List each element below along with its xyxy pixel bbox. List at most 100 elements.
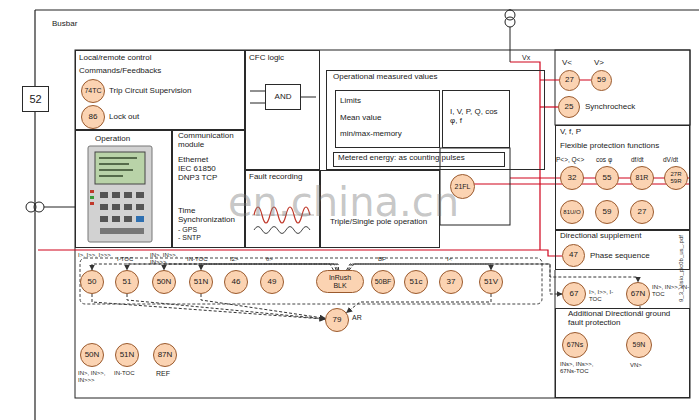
signal-connector <box>349 264 638 282</box>
node-label: 81R <box>623 167 661 189</box>
device-key <box>100 216 108 222</box>
display-row <box>99 163 129 165</box>
ansi-function-circle: 79 <box>325 308 349 332</box>
setting-label: IN-TOC <box>114 370 146 377</box>
ansi-function-circle: 50BF <box>371 270 395 294</box>
node-label: 50BF <box>364 271 402 293</box>
device-key <box>100 204 108 210</box>
busbar-line <box>35 9 699 10</box>
node-text: IEC 61850 <box>178 165 240 174</box>
node-label: 50N <box>145 271 183 293</box>
setting-label: IN>, IN>>, IN-TOC <box>652 284 690 297</box>
ansi-function-circle: 59 <box>595 200 619 224</box>
node-text: Trip Circuit Supervision <box>109 87 219 96</box>
bus-name: Busbar <box>52 20 112 29</box>
ansi-function-circle: 50N <box>80 343 104 367</box>
function-symbol: P<>, Q<> <box>556 156 596 163</box>
function-box: LimitsMean valuemin/max-memory <box>335 90 440 148</box>
node-label: 52 <box>23 87 48 111</box>
node-label: I, V, P, Q, cos φ, f <box>450 108 498 126</box>
ansi-function-circle: 81R <box>630 166 654 190</box>
node-label: 59N <box>619 333 659 357</box>
function-symbol: dV/dt <box>663 156 690 163</box>
current-wire <box>38 250 562 256</box>
signal-connector <box>127 264 336 270</box>
device-key <box>112 192 120 198</box>
node-label: CFC logic <box>249 54 313 63</box>
node-label: 25 <box>551 97 587 117</box>
ansi-function-circle: 67Ns <box>562 332 588 358</box>
ansi-function-circle: 49 <box>260 270 284 294</box>
function-box: Metered energy: as counting pulses <box>333 152 505 167</box>
vt-symbol <box>505 17 515 27</box>
setting-label: IN>, IN>>, IN>>> <box>150 252 186 265</box>
node-text: Ethernet <box>178 156 240 165</box>
function-box: I, V, P, Q, cos φ, f <box>442 90 510 148</box>
node-label: 59 <box>588 201 626 223</box>
device-key <box>124 204 132 210</box>
ansi-function-circle: 27 <box>559 70 580 91</box>
node-label: 59 <box>584 71 619 90</box>
node-label: Additional Directional ground fault prot… <box>568 310 683 328</box>
setting-label: θ> <box>266 256 286 263</box>
feeder-line <box>34 112 35 420</box>
signal-connector <box>164 264 337 270</box>
function-box: Local/remote controlCommands/Feedbacks74… <box>75 50 245 130</box>
signal-connector <box>348 264 562 294</box>
file-reference: 9_3_Visio_pic0b_us_.pdf <box>678 235 685 302</box>
node-text: Mean value <box>340 114 432 123</box>
setting-label: AR <box>352 314 372 322</box>
device-key <box>136 192 144 198</box>
setting-label: I< <box>447 256 467 263</box>
ansi-function-circle: 51c <box>404 270 428 294</box>
gate-wire <box>250 103 265 104</box>
device-led <box>90 202 94 205</box>
node-label: 47 <box>555 245 592 266</box>
ansi-function-circle: 59N <box>626 332 652 358</box>
node-text: Phase sequence <box>590 252 680 261</box>
node-label: Metered energy: as counting pulses <box>338 154 503 163</box>
node-text: Flexible protection functions <box>560 142 685 151</box>
function-box: AND <box>265 84 301 110</box>
function-box: Additional Directional ground fault prot… <box>555 308 690 398</box>
ansi-function-circle: 51V <box>479 270 503 294</box>
node-text: Lock out <box>109 113 189 122</box>
node-label: 87N <box>146 344 184 366</box>
node-label: 50N <box>73 344 111 366</box>
signal-connector <box>92 294 325 319</box>
display-row <box>99 175 123 177</box>
device-key <box>112 216 120 222</box>
function-box: Directional supplement47Phase sequence <box>555 230 690 270</box>
ansi-function-circle: 47Phase sequence <box>562 244 585 267</box>
display-row <box>99 157 137 159</box>
ansi-function-circle: 27 <box>630 200 654 224</box>
setting-label: VN> <box>630 362 654 369</box>
device-key <box>100 192 108 198</box>
setting-label: I>, I>>, I-TOC <box>589 289 625 302</box>
device-key <box>124 216 132 222</box>
signal-connector <box>347 294 492 313</box>
node-label: Communication module <box>178 132 240 150</box>
ansi-function-circle: 46 <box>224 270 248 294</box>
setting-label: INs>, INs>>, 67Ns-TOC <box>560 361 600 374</box>
setting-label: I>, I>>, I>>> <box>78 252 114 259</box>
node-label: 37 <box>432 271 470 293</box>
node-label: V, f, P <box>560 128 680 137</box>
node-label: 51c <box>397 271 435 293</box>
device-display <box>95 152 145 184</box>
fault-waveform <box>254 227 310 234</box>
device-key <box>100 228 144 234</box>
voltage-wire <box>510 62 540 250</box>
function-symbol: cos φ <box>596 156 628 163</box>
function-symbol: df/dt <box>631 156 661 163</box>
node-text: - GPS <box>178 226 238 234</box>
setting-label: I2> <box>230 256 250 263</box>
node-label: InRush BLK <box>325 271 355 292</box>
protection-group <box>80 258 542 304</box>
node-label: 51 <box>108 271 146 293</box>
display-row <box>99 169 133 171</box>
device-led <box>90 196 94 199</box>
ansi-function-circle: 32 <box>560 166 584 190</box>
ansi-function-circle: 37 <box>439 270 463 294</box>
